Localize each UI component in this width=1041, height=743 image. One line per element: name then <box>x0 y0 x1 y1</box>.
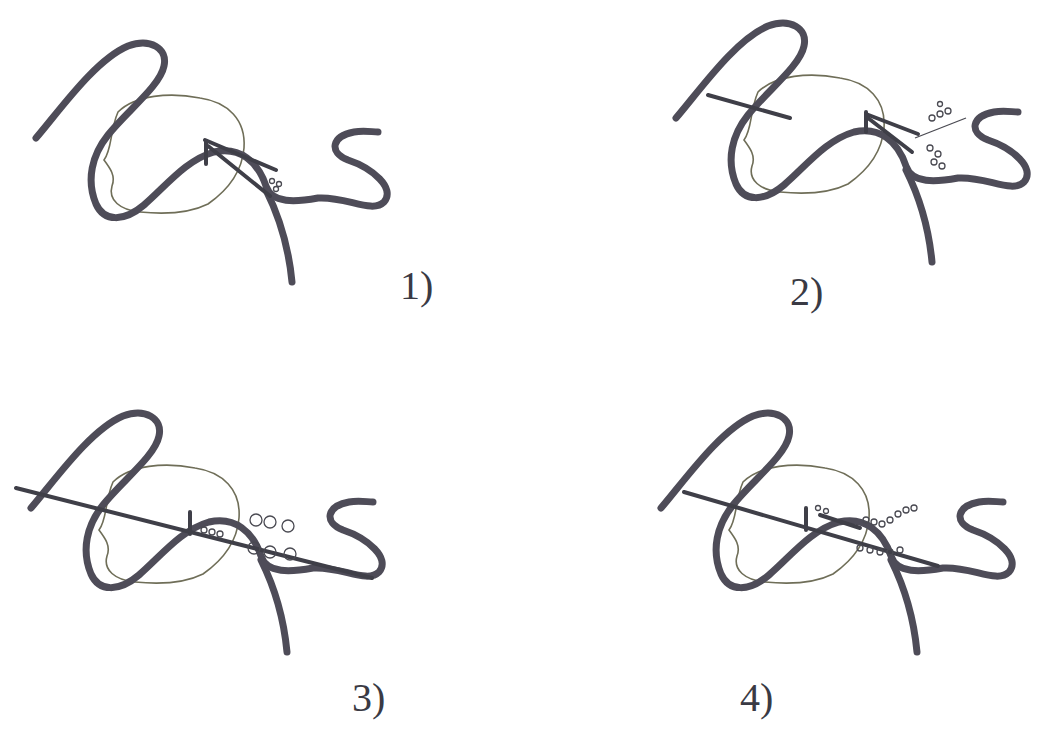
panel-number: 2) <box>790 272 823 312</box>
panel-one <box>36 43 387 282</box>
panel-four <box>661 413 1012 652</box>
panel-number: 1) <box>400 266 433 306</box>
panel-number: 3) <box>352 678 385 718</box>
panel-three <box>16 413 382 652</box>
panel-number: 4) <box>740 678 773 718</box>
panel-two <box>676 23 1027 262</box>
